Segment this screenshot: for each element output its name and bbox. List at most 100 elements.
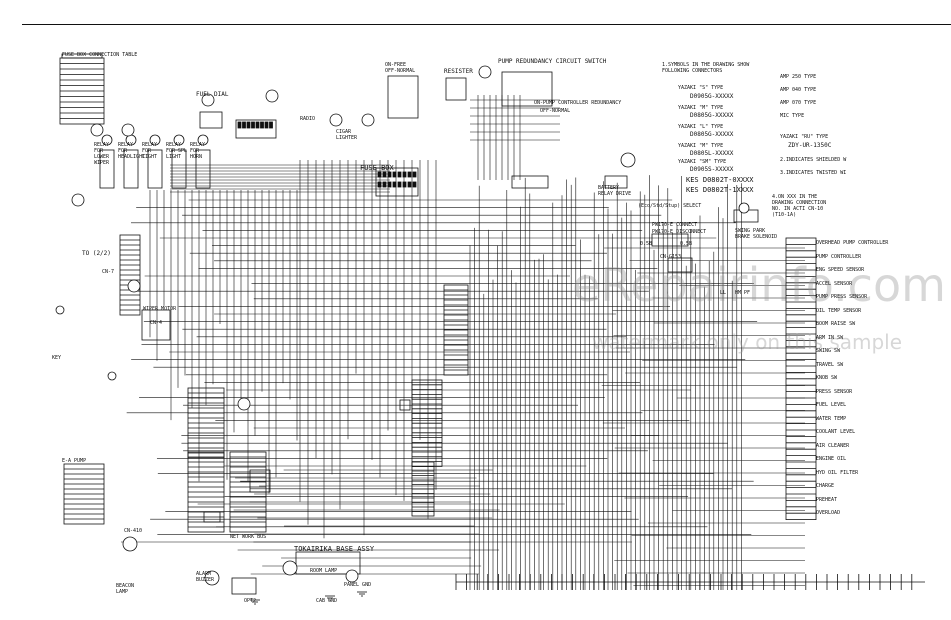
swing-park-label: SWING PARK BRAKE SOLENOID xyxy=(735,228,778,240)
connector-badge-447 xyxy=(361,113,375,127)
component-box-237 xyxy=(242,121,246,129)
cn-7-label: CN-7 xyxy=(102,269,115,275)
wiper-motor-label: WIPER MOTOR xyxy=(143,306,177,312)
connector-badge-450 xyxy=(127,279,141,293)
opt2-label: OPT2 xyxy=(244,598,257,604)
note-part-1: D0905G-XXXXX xyxy=(690,93,734,100)
note-yazaki-1: YAZAKI "S" TYPE xyxy=(678,85,724,91)
cab-gnd-label: CAB GND xyxy=(316,598,338,604)
component-box-231 xyxy=(171,149,187,189)
connector-badge-442 xyxy=(90,123,104,137)
component-box-247 xyxy=(382,171,387,178)
component-box-333 xyxy=(249,469,271,493)
note-yazaki-5: YAZAKI "SM" TYPE xyxy=(678,159,727,165)
note-1: 1.SYMBOLS IN THE DRAWING SHOW FOLLOWING … xyxy=(662,62,750,74)
component-box-229 xyxy=(147,149,163,189)
sheet-top-rule xyxy=(22,24,951,25)
component-box-262 xyxy=(387,75,419,119)
component-box-266 xyxy=(604,175,628,189)
component-box-254 xyxy=(377,181,382,188)
right-connector-label-17: HYD OIL FILTER xyxy=(816,469,859,476)
note-kes-2: KES D0802T-1XXXX xyxy=(686,186,754,194)
component-box-250 xyxy=(397,171,402,178)
component-box-251 xyxy=(402,171,407,178)
component-box-268 xyxy=(667,257,693,273)
right-connector-label-12: FUEL LEVEL xyxy=(816,402,847,408)
component-box-261 xyxy=(412,181,417,188)
right-connector-label-4: PUMP PRESS SENSOR xyxy=(816,294,868,300)
connector-badge-446 xyxy=(329,113,343,127)
pump-redundancy-title: PUMP REDUNDANCY CIRCUIT SWITCH xyxy=(498,58,607,65)
note-yazaki-ru: YAZAKI "RU" TYPE xyxy=(780,134,829,140)
beacon-lamp-label: BEACON LAMP xyxy=(116,583,135,595)
pump-controller-redundancy: ON-PUMP CONTROLLER REDUNDANCY xyxy=(534,100,622,106)
right-connector-label-0: OVERHEAD PUMP CONTROLLER xyxy=(816,240,889,246)
right-connector-label-11: PRESS SENSOR xyxy=(816,388,853,395)
component-box-245 xyxy=(375,167,419,197)
tokairika-base-label: TOKAIRIKA BASE ASSY xyxy=(294,545,375,553)
component-box-440 xyxy=(295,551,361,575)
component-box-243 xyxy=(269,121,273,129)
room-lamp-label: ROOM LAMP xyxy=(310,568,338,574)
right-connector-label-7: ARM IN SW xyxy=(816,334,844,341)
connector-badge-445 xyxy=(265,89,279,103)
cigar-lighter-label: CIGAR LIGHTER xyxy=(336,129,358,141)
cn-410-label: CN-410 xyxy=(124,528,143,534)
connector-badge-455 xyxy=(345,569,359,583)
pw-connect-label: PW170-E CONNECT xyxy=(652,222,698,228)
right-connector-label-9: TRAVEL SW xyxy=(816,361,844,368)
connector-badge-459 xyxy=(107,371,117,381)
note-part-4: D0805L-XXXXX xyxy=(690,150,734,157)
component-box-238 xyxy=(246,121,251,129)
on-free-label: ON-FREE OFF-NORMAL xyxy=(385,62,416,74)
connector-badge-230 xyxy=(149,134,161,146)
component-box-233 xyxy=(195,149,211,189)
right-connector-label-13: WATER TEMP xyxy=(816,415,847,422)
ll-label: LL xyxy=(720,290,727,296)
note-amp-1: AMP 250 TYPE xyxy=(780,74,817,80)
component-box-252 xyxy=(407,171,412,178)
note-yazaki-4: YAZAKI "M" TYPE xyxy=(678,143,724,149)
component-box-248 xyxy=(387,171,392,178)
connector-badge-457 xyxy=(738,202,750,214)
right-connector-label-15: AIR CLEANER xyxy=(816,442,850,449)
component-box-439 xyxy=(231,577,257,595)
component-box-264 xyxy=(501,71,553,107)
note-part-5: D0905S-XXXXX xyxy=(690,166,734,173)
note-part-3: D0805G-XXXXX xyxy=(690,131,734,138)
right-connector-label-14: COOLANT LEVEL xyxy=(816,429,856,435)
hm-pf-label: HM PF xyxy=(735,290,751,296)
wire-layer xyxy=(120,95,805,590)
component-box-249 xyxy=(392,171,397,178)
connector-badge-451 xyxy=(237,397,251,411)
connector-badge-458 xyxy=(55,305,65,315)
component-box-263 xyxy=(445,77,467,101)
panel-gnd-label: PANEL GND xyxy=(344,582,372,588)
connector-badge-232 xyxy=(173,134,185,146)
connector-badge-449 xyxy=(620,152,636,168)
connector-badge-234 xyxy=(197,134,209,146)
component-box-257 xyxy=(392,181,397,188)
off-normal-label: OFF-NORMAL xyxy=(540,108,571,114)
alarm-buzzer-label: ALARM BUZZER xyxy=(196,571,215,583)
component-box-441 xyxy=(203,511,221,523)
net-work-bus-label: NET WORK BUS xyxy=(230,534,267,540)
pw-disconnect-label: PW170-E DISCONNECT xyxy=(652,229,707,235)
fuse-box-label: FUSE BOX xyxy=(360,164,394,172)
note-kes-1: KES D0802T-0XXXX xyxy=(686,176,754,184)
dim-058b-label: 0.5B xyxy=(680,241,693,247)
note-amp-3: AMP 070 TYPE xyxy=(780,100,817,106)
right-connector-label-18: CHARGE xyxy=(816,483,835,489)
connector-badge-453 xyxy=(204,570,220,586)
right-connector-label-8: SWING SW xyxy=(816,348,841,354)
component-box-244 xyxy=(199,111,223,129)
connector-badge-226 xyxy=(101,134,113,146)
note-2: 2.INDICATES SHIELDED W xyxy=(780,157,847,163)
dim-058-label: 0.5B xyxy=(640,241,653,247)
component-box-241 xyxy=(260,121,264,129)
radio-label: RADIO xyxy=(300,116,316,122)
relay-label-3: RELAY FOR SPL LIGHT xyxy=(166,142,188,160)
connector-badge-456 xyxy=(71,193,85,207)
relay-label-1: RELAY FOR HEADLIGHT xyxy=(118,142,146,160)
